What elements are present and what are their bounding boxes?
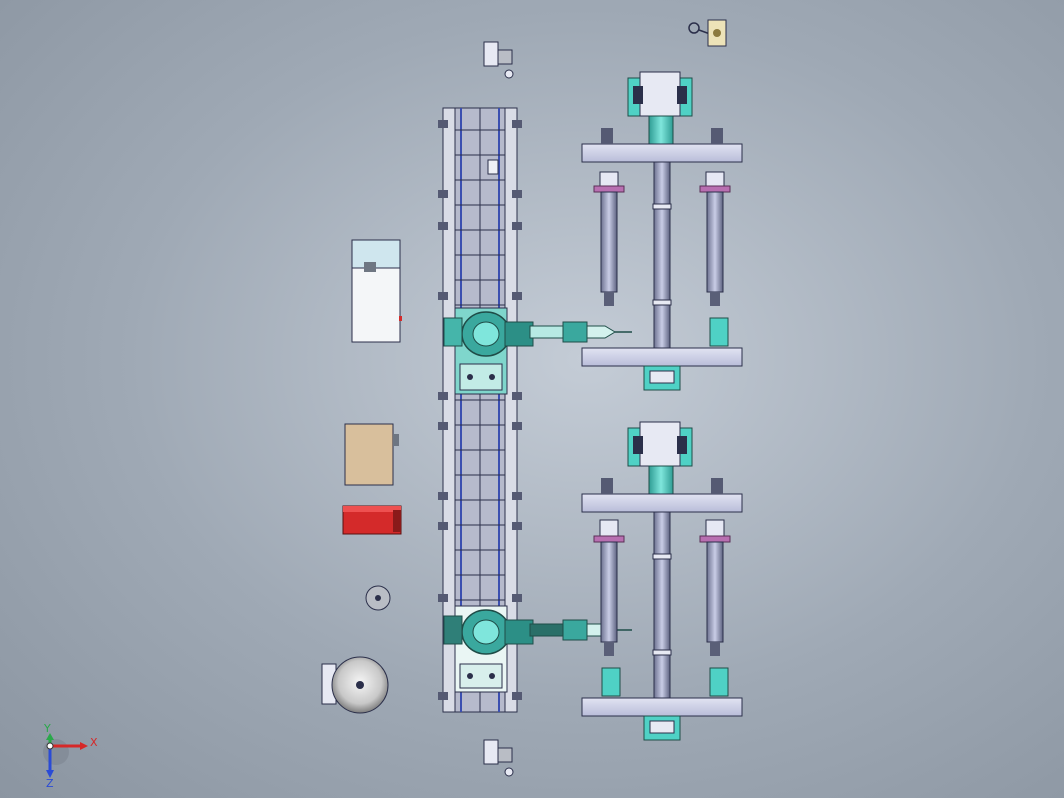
coordinate-axis-triad: X Y Z bbox=[43, 722, 98, 790]
z-axis-arrow bbox=[46, 770, 54, 778]
welding-power-source[interactable] bbox=[344, 423, 399, 486]
upper-center-shaft bbox=[653, 161, 671, 349]
upper-left-cylinder bbox=[593, 171, 625, 306]
upper-bottom-beam bbox=[581, 347, 743, 367]
lower-top-beam bbox=[581, 493, 743, 513]
robot-carriage-lower[interactable] bbox=[443, 605, 632, 693]
x-axis-label: X bbox=[90, 736, 98, 749]
robot-arm-upper[interactable] bbox=[443, 311, 632, 357]
z-axis-label: Z bbox=[46, 777, 54, 790]
robot-arm-lower[interactable] bbox=[443, 609, 632, 655]
welding-positioner-lower[interactable] bbox=[581, 421, 743, 741]
positioner-drive-upper bbox=[627, 71, 693, 147]
lower-center-shaft bbox=[653, 511, 671, 699]
positioner-tailstock-upper bbox=[643, 365, 681, 391]
upper-right-cylinder bbox=[699, 171, 731, 306]
safety-light-top[interactable] bbox=[483, 41, 514, 79]
lower-left-cylinder bbox=[593, 519, 625, 656]
welding-positioner-upper[interactable] bbox=[581, 71, 743, 391]
y-axis-label: Y bbox=[43, 722, 51, 735]
positioner-drive-lower bbox=[627, 421, 693, 495]
upper-top-beam bbox=[581, 143, 743, 163]
welding-wire-reel[interactable] bbox=[321, 656, 389, 714]
safety-light-bottom[interactable] bbox=[483, 739, 514, 777]
x-axis-arrow bbox=[80, 742, 88, 750]
operator-button-box[interactable] bbox=[688, 19, 727, 47]
torch-cleaning-station[interactable] bbox=[365, 585, 391, 611]
robot-controller-cabinet[interactable] bbox=[351, 239, 402, 343]
lower-right-cylinder bbox=[699, 519, 731, 656]
robot-carriage-upper[interactable] bbox=[443, 307, 632, 395]
y-axis-arrow bbox=[46, 733, 54, 740]
positioner-tailstock-lower bbox=[643, 715, 681, 741]
track-mount-brackets bbox=[438, 120, 522, 700]
wire-feeder-unit[interactable] bbox=[342, 505, 402, 535]
lower-bottom-beam bbox=[581, 697, 743, 717]
